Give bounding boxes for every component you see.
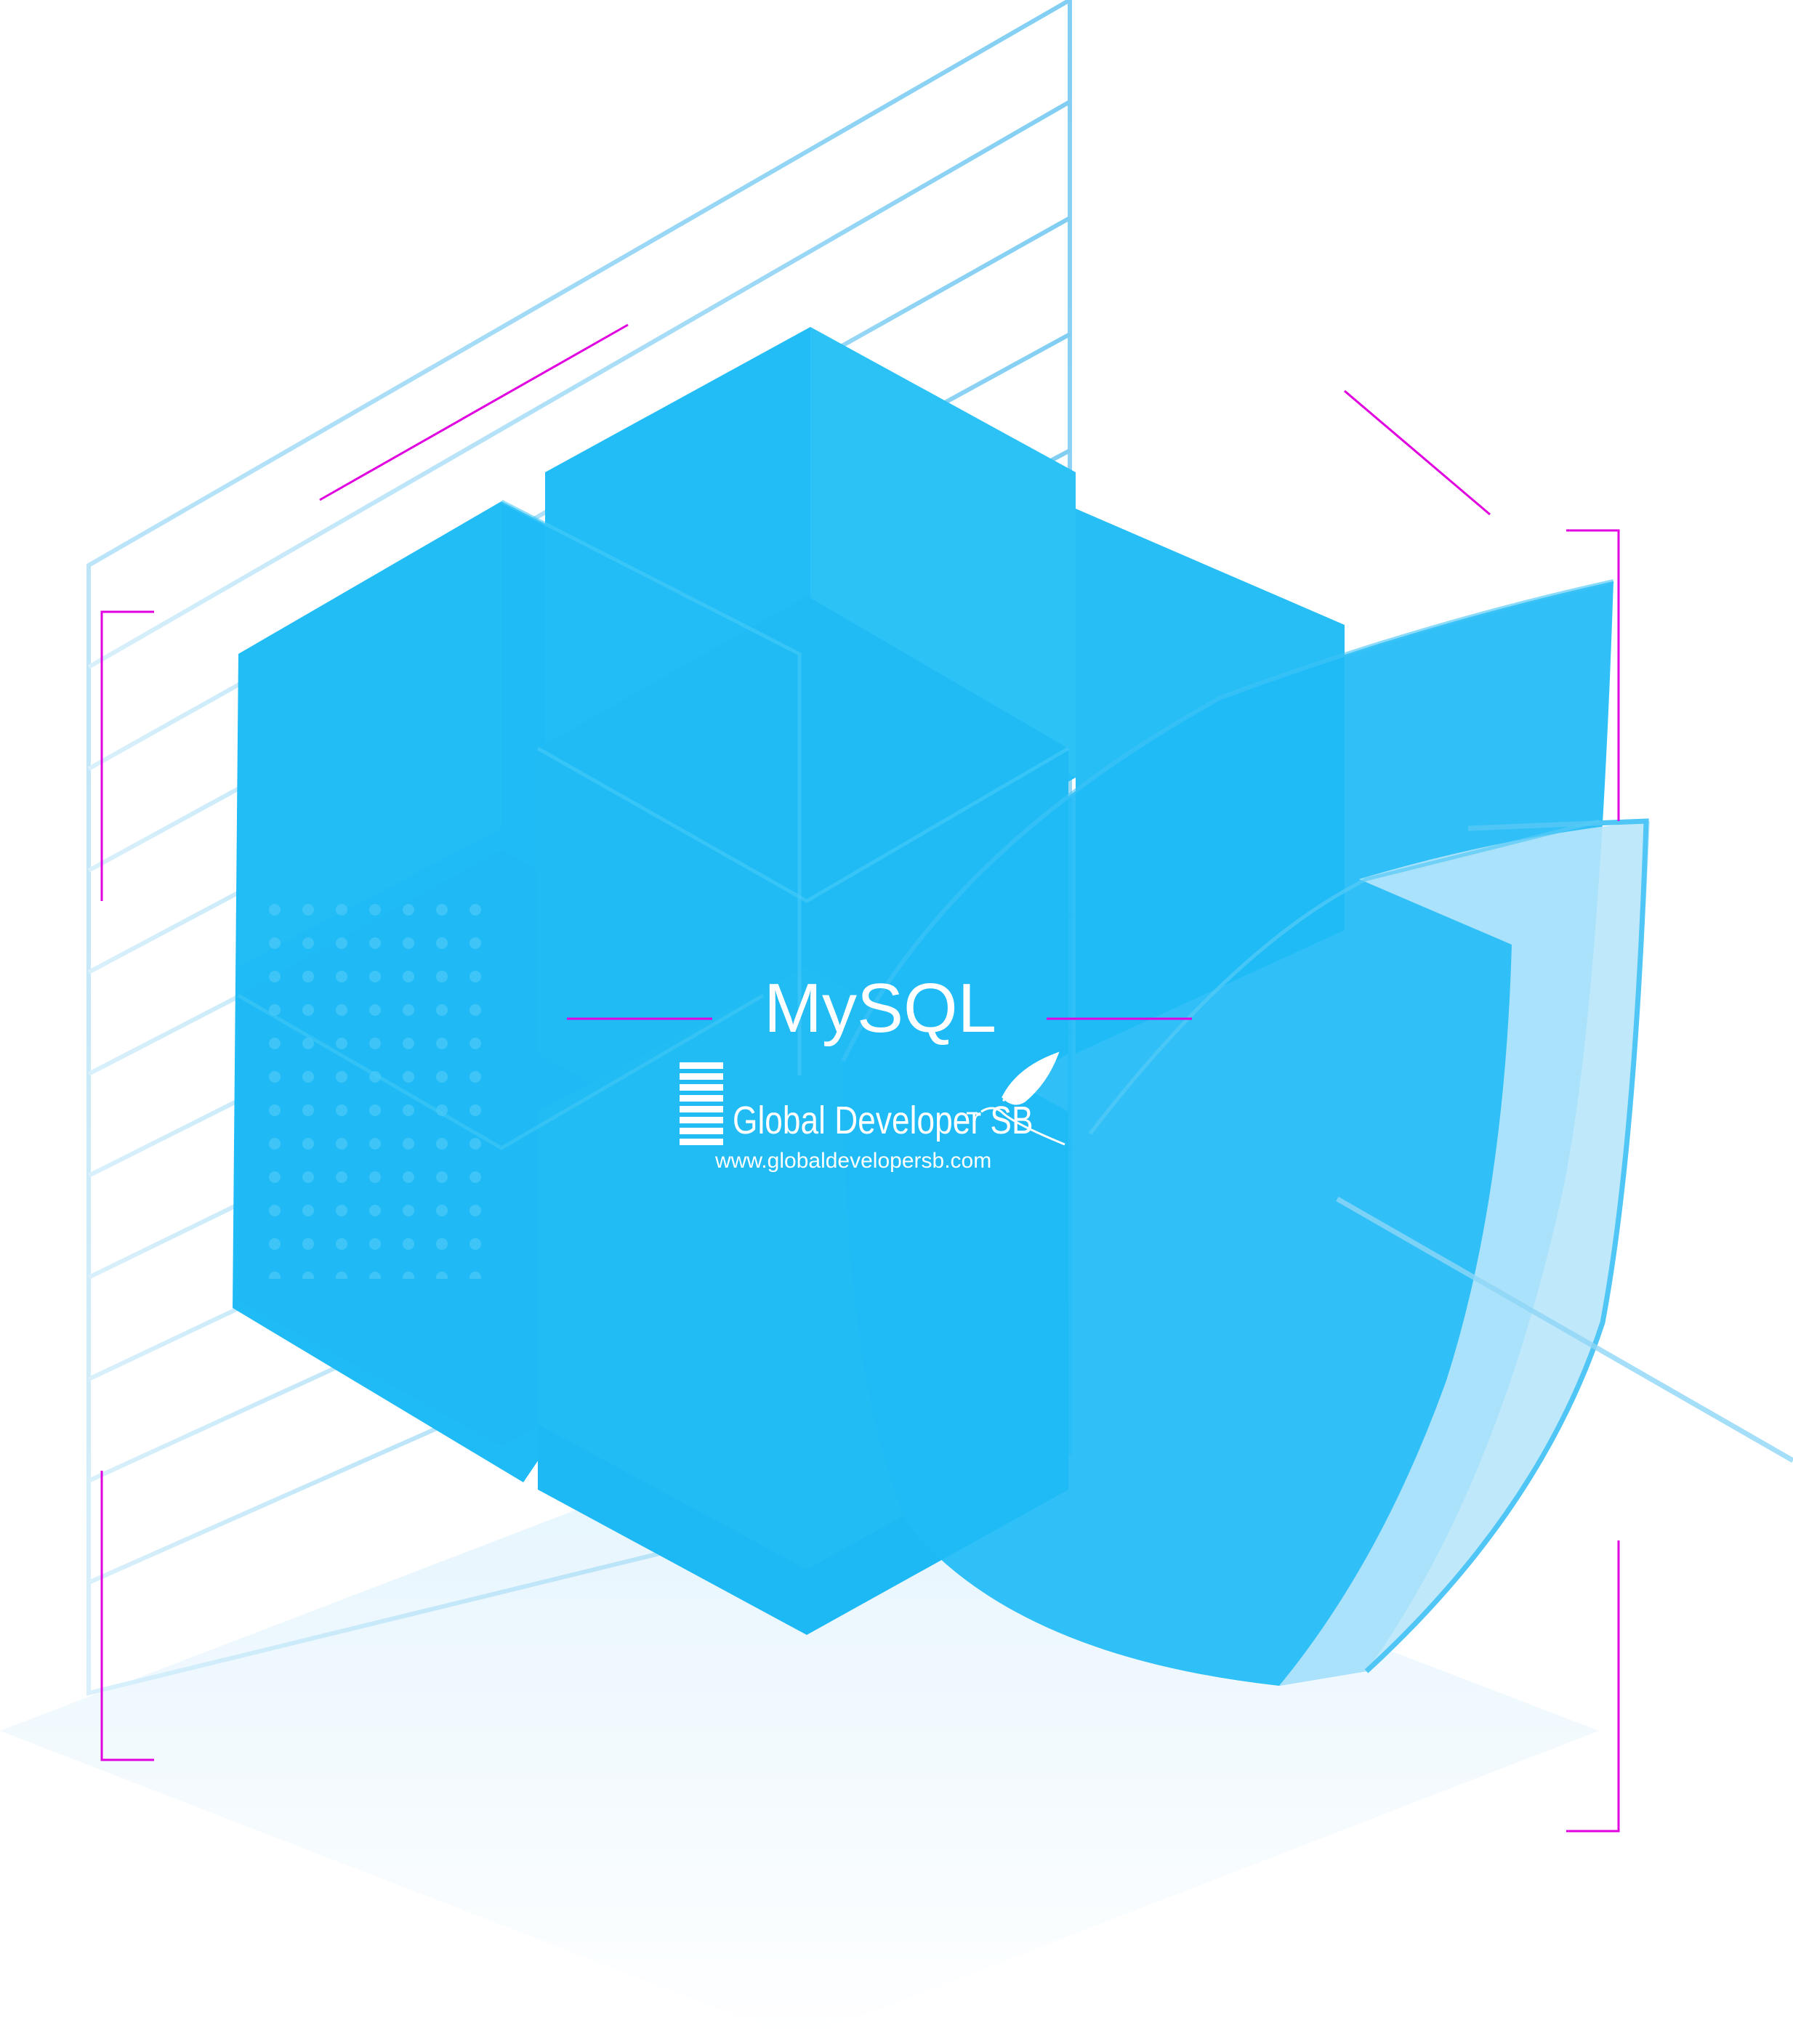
accent-brackets [100,323,1620,1833]
brand-url: www.globaldevelopersb.com [715,1149,992,1173]
center-title: MySQL [764,969,997,1047]
stacked-bars-logo-icon [680,1062,723,1145]
feather-bird-icon [967,1051,1065,1146]
brand-name: Global Developer SB [733,1099,1034,1142]
shield [841,579,1793,1686]
